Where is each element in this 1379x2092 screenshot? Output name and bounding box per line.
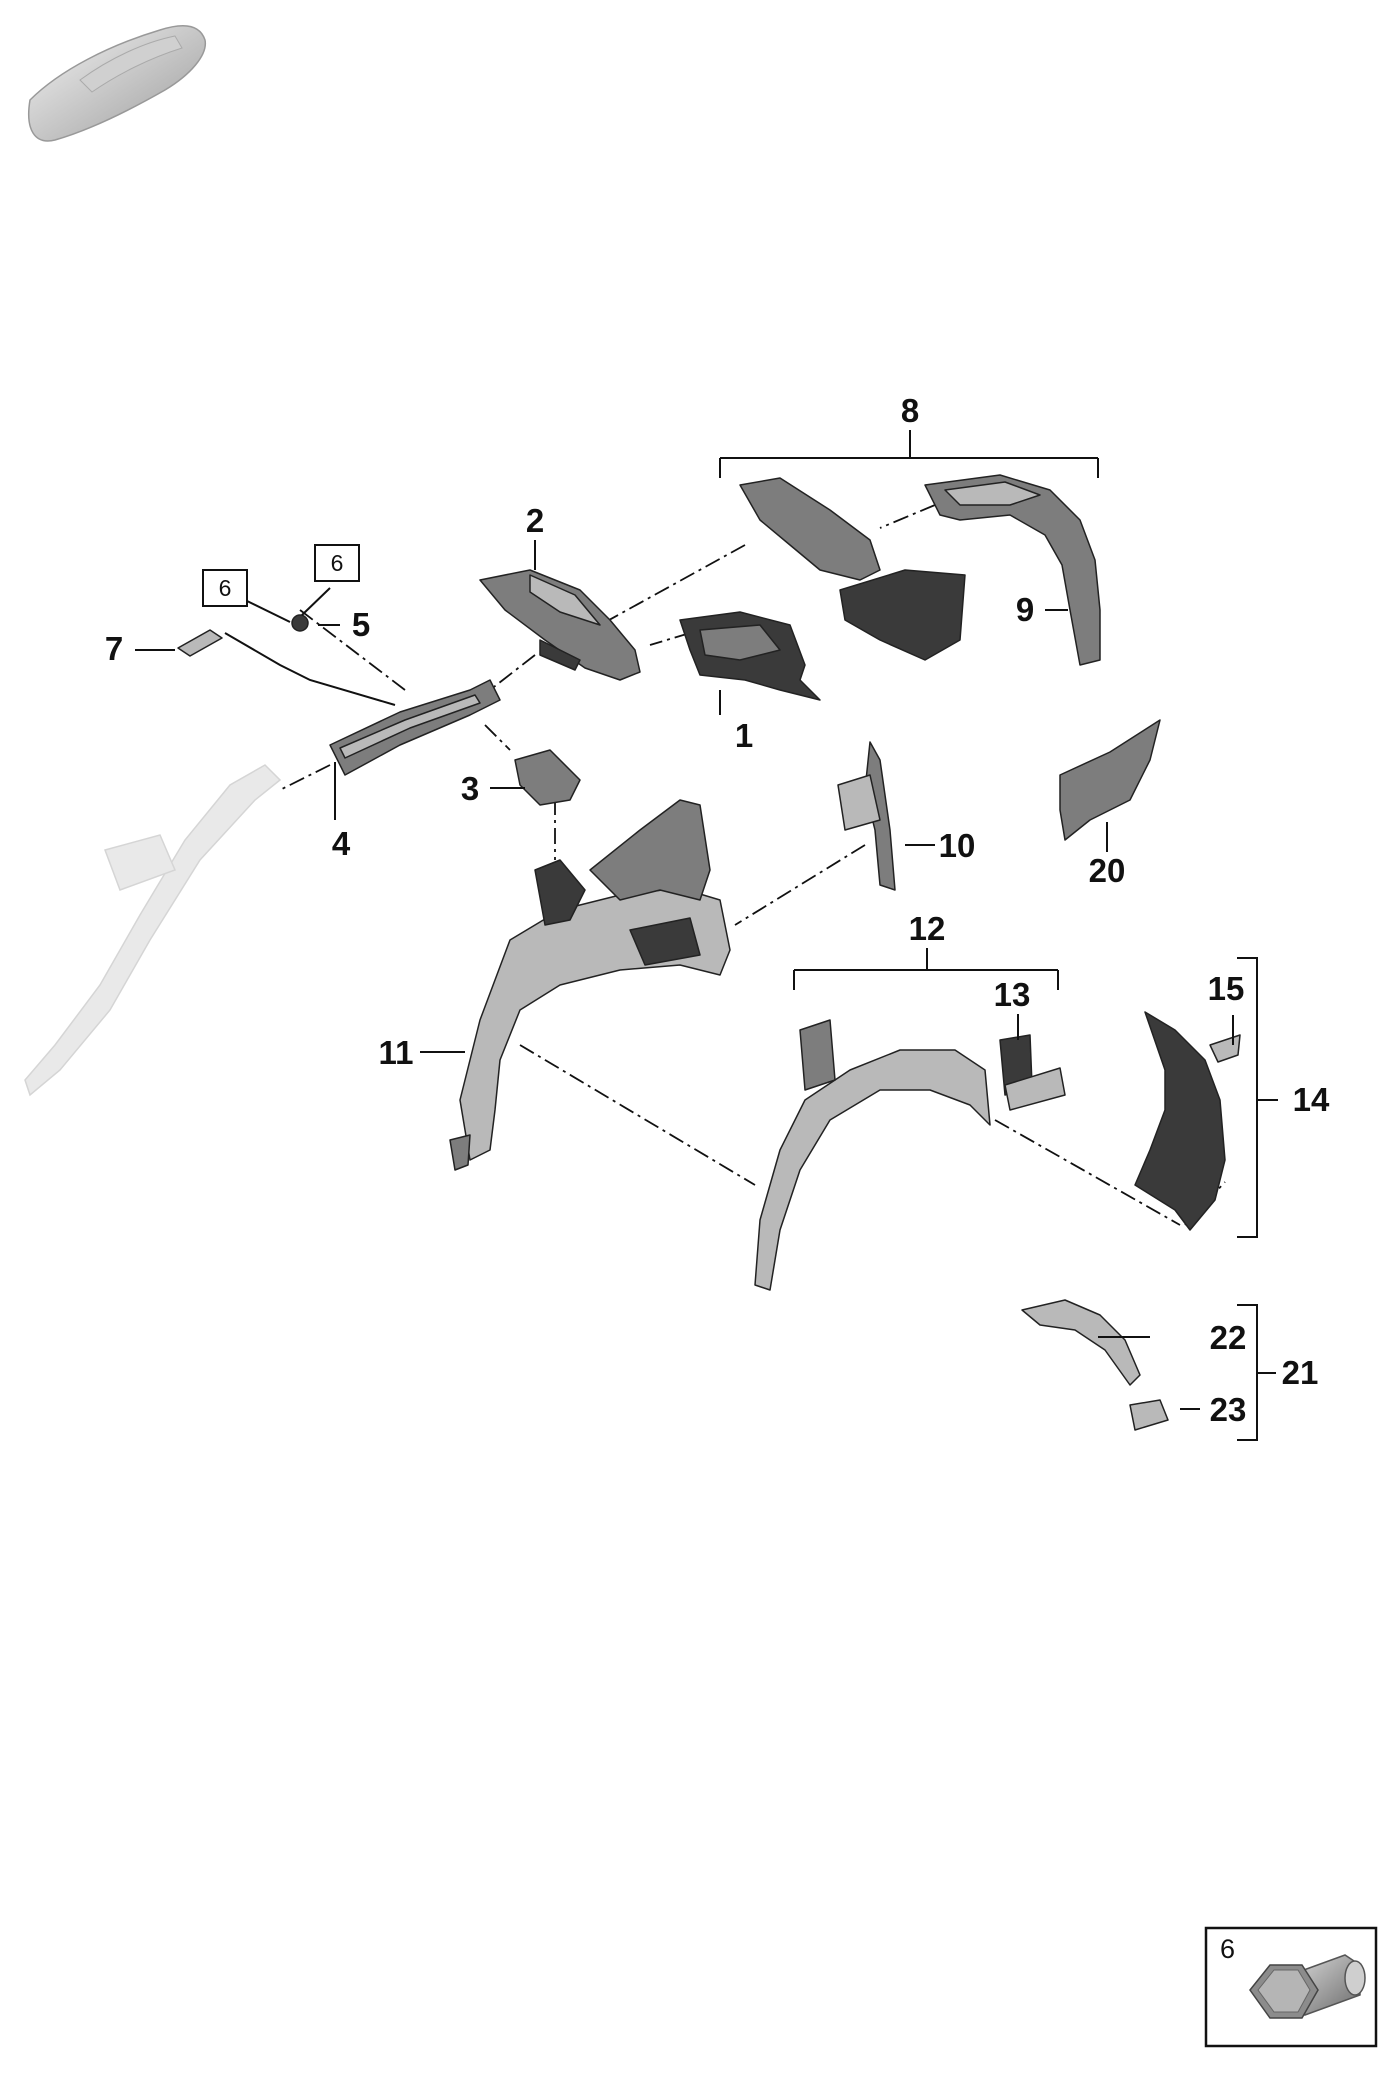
callout-7: 7 bbox=[105, 630, 123, 667]
callout-3: 3 bbox=[461, 770, 479, 807]
callout-13: 13 bbox=[994, 976, 1031, 1013]
callout-5: 5 bbox=[352, 606, 370, 643]
callout-9: 9 bbox=[1016, 591, 1034, 628]
ghost-body-structure bbox=[24, 764, 282, 1097]
part-1-panel bbox=[679, 611, 821, 701]
bolt-icon bbox=[1249, 1954, 1366, 2019]
callout-2: 2 bbox=[526, 502, 544, 539]
part-2-bracket bbox=[479, 569, 641, 681]
part-14-panel bbox=[1134, 1011, 1226, 1231]
part-23-pad bbox=[1129, 1399, 1169, 1431]
part-9-panel bbox=[924, 474, 1101, 666]
callout-4: 4 bbox=[332, 825, 351, 862]
callout-14: 14 bbox=[1293, 1081, 1330, 1118]
boxed-ref-a-label: 6 bbox=[219, 575, 232, 601]
part-7-clip bbox=[177, 629, 223, 657]
callout-12: 12 bbox=[909, 910, 946, 947]
callout-labels: 1 2 3 4 5 7 8 9 10 11 12 13 14 15 20 21 … bbox=[105, 392, 1330, 1428]
part-11-wheelhouse bbox=[449, 799, 731, 1171]
callout-8: 8 bbox=[901, 392, 919, 429]
callout-10: 10 bbox=[939, 827, 976, 864]
callout-21: 21 bbox=[1282, 1354, 1319, 1391]
boxed-ref-b: 6 bbox=[314, 544, 360, 582]
part-4-rail bbox=[329, 679, 501, 776]
part-13-bracket bbox=[999, 1034, 1066, 1111]
part-20-pad bbox=[1059, 719, 1161, 841]
callout-15: 15 bbox=[1208, 970, 1245, 1007]
callout-23: 23 bbox=[1210, 1391, 1247, 1428]
part-8-assembly bbox=[739, 477, 966, 661]
callout-1: 1 bbox=[735, 717, 753, 754]
part-10-panel bbox=[837, 741, 896, 891]
part-22-liner bbox=[1021, 1299, 1141, 1386]
boxed-ref-b-label: 6 bbox=[331, 550, 344, 576]
callout-22: 22 bbox=[1210, 1319, 1247, 1356]
part-12-wheel-arch bbox=[754, 1019, 991, 1291]
callout-20: 20 bbox=[1089, 852, 1126, 889]
legend-number: 6 bbox=[1220, 1934, 1235, 1964]
callout-11: 11 bbox=[379, 1034, 414, 1071]
legend-bolt-box: 6 bbox=[1204, 1926, 1378, 2048]
boxed-ref-a: 6 bbox=[202, 569, 248, 607]
part-15-clip bbox=[1209, 1034, 1241, 1063]
part-5-bracket bbox=[291, 614, 309, 632]
leader-lines bbox=[135, 430, 1278, 1441]
vehicle-thumbnail bbox=[28, 24, 206, 142]
part-3-bracket bbox=[514, 749, 581, 806]
